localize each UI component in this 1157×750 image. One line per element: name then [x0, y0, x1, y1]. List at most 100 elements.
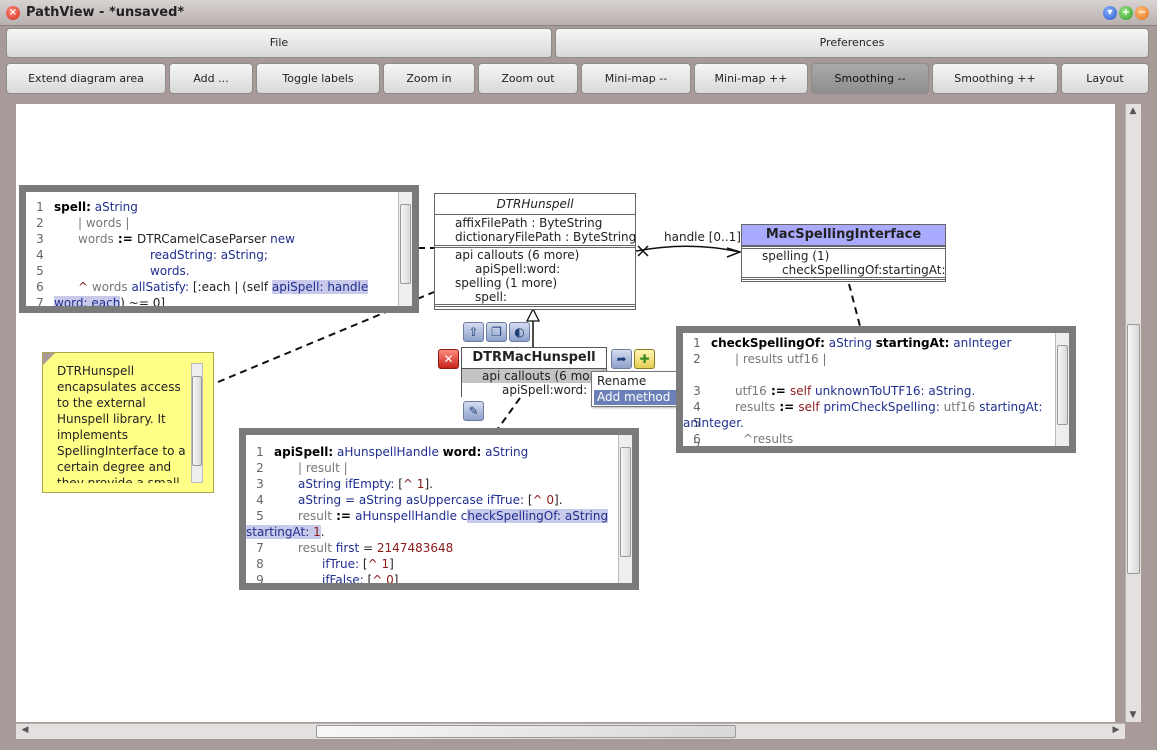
code-token: aString.	[925, 384, 976, 398]
class-name: DTRHunspell	[435, 194, 635, 214]
code-line: ^ words allSatisfy: [:each | (self apiSp…	[78, 279, 368, 295]
code-pane-checkspellingof[interactable]: 1 2 3 4 5 6 7 checkSpellingOf: aString s…	[676, 326, 1076, 453]
method-category[interactable]: spelling (1)	[742, 249, 945, 263]
line-number: 6	[26, 279, 54, 295]
code-token: new	[270, 232, 295, 246]
code-token: ^ 0	[372, 573, 394, 583]
method-category[interactable]: api callouts (6 more)	[435, 248, 635, 262]
scrollbar-thumb[interactable]	[316, 725, 736, 738]
association-arrow	[727, 248, 740, 257]
code-token: readString:	[150, 248, 217, 262]
scrollbar-thumb[interactable]	[192, 376, 202, 466]
code-token: [	[364, 573, 373, 583]
line-number: 5	[246, 508, 274, 524]
code-line: utf16 := self unknownToUTF16: aString.	[735, 383, 975, 399]
code-token: .	[321, 525, 325, 539]
method-category[interactable]: spelling (1 more)	[435, 276, 635, 290]
method-item[interactable]: spell:	[435, 290, 635, 304]
code-token: words	[78, 232, 114, 246]
code-token: [	[524, 493, 533, 507]
code-pane-spell[interactable]: 1 2 3 4 5 6 7 spell: aString | words | w…	[19, 185, 419, 313]
code-token: aString	[298, 477, 345, 491]
scrollbar-thumb[interactable]	[1057, 345, 1068, 425]
code-line: aString = aString asUppercase ifTrue: [^…	[298, 492, 563, 508]
method-category[interactable]: api callouts (6 more)	[462, 369, 606, 383]
scrollbar-thumb[interactable]	[400, 204, 411, 284]
scrollbar-thumb[interactable]	[620, 447, 631, 557]
association-label: handle [0..1]	[664, 230, 741, 244]
wrench-icon[interactable]: ✎	[463, 401, 484, 421]
scroll-left-icon[interactable]: ◀	[18, 725, 32, 735]
code-token: startingAt:	[979, 400, 1042, 414]
delete-icon[interactable]: ✕	[438, 349, 459, 369]
code-token: apiSpell:	[274, 445, 333, 459]
line-number: 4	[246, 492, 274, 508]
code-line: checkSpellingOf: aString startingAt: anI…	[711, 335, 1011, 351]
method-item[interactable]: apiSpell:word:	[435, 262, 635, 276]
code-line: word: each) ~= 0]	[54, 295, 165, 306]
code-token: aString	[91, 200, 138, 214]
scrollbar-thumb[interactable]	[1127, 324, 1140, 574]
class-box-dtrhunspell[interactable]: DTRHunspell affixFilePath : ByteString d…	[434, 193, 636, 310]
code-pane-apispell[interactable]: 1 2 3 4 5 6 7 8 9 apiSpell: aHunspellHan…	[239, 428, 639, 590]
code-token: allSatisfy:	[131, 280, 189, 294]
code-token: unknownToUTF16:	[815, 384, 925, 398]
method-item[interactable]: checkSpellingOf:startingAt:	[742, 263, 945, 277]
inheritance-triangle	[527, 309, 539, 321]
class-box-dtrmachunspell[interactable]: DTRMacHunspell api callouts (6 more) api…	[461, 347, 607, 397]
code-line: words := DTRCamelCaseParser new	[78, 231, 295, 247]
scroll-up-icon[interactable]: ▲	[1126, 106, 1140, 116]
code-token: :=	[114, 232, 137, 246]
code-token: 1	[313, 525, 321, 539]
scroll-down-icon[interactable]: ▼	[1126, 710, 1140, 720]
horizontal-scrollbar[interactable]: ◀ ▶	[16, 723, 1125, 739]
line-number: 3	[246, 476, 274, 492]
code-token: primCheckSpelling:	[823, 400, 939, 414]
code-line: spell: aString	[54, 199, 138, 215]
class-footer	[435, 304, 635, 307]
code-token: ^ 0	[533, 493, 555, 507]
code-token: apiSpell: handle	[272, 280, 368, 294]
line-number: 7	[246, 540, 274, 556]
note-scrollbar[interactable]	[191, 363, 203, 483]
line-number: 4	[683, 399, 711, 415]
code-token: ^	[78, 280, 88, 294]
code-line: | words |	[78, 215, 129, 231]
forward-arrow-icon[interactable]: ➦	[611, 349, 632, 369]
line-number: 4	[26, 247, 54, 263]
check-pane-link	[849, 284, 860, 326]
note-text: DTRHunspell encapsulates access to the e…	[57, 363, 189, 483]
code-token: :=	[775, 400, 798, 414]
code-token: result	[298, 541, 336, 555]
scroll-right-icon[interactable]: ▶	[1109, 725, 1123, 735]
palette-icon[interactable]: ◐	[509, 322, 530, 342]
code-pane-scrollbar[interactable]	[618, 435, 632, 583]
line-number: 2	[246, 460, 274, 476]
code-token: ].	[424, 477, 433, 491]
vertical-scrollbar[interactable]: ▲ ▼	[1125, 104, 1141, 722]
code-token: aString	[825, 336, 876, 350]
code-token: utf16	[940, 400, 979, 414]
up-arrow-icon[interactable]: ⇧	[463, 322, 484, 342]
code-token: ifTrue:	[322, 557, 359, 571]
code-pane-scrollbar[interactable]	[1055, 333, 1069, 446]
code-token: result	[298, 509, 332, 523]
association-line	[636, 246, 740, 252]
code-line: startingAt: 1.	[246, 524, 325, 540]
code-token: utf16	[735, 384, 767, 398]
copy-icon[interactable]: ❐	[486, 322, 507, 342]
code-pane-scrollbar[interactable]	[398, 192, 412, 306]
add-note-icon[interactable]: ✚	[634, 349, 655, 369]
method-item[interactable]: apiSpell:word:	[462, 383, 606, 397]
line-number: 1	[683, 335, 711, 351]
code-token: [	[359, 557, 368, 571]
class-box-macspellinginterface[interactable]: MacSpellingInterface spelling (1) checkS…	[741, 224, 946, 282]
api-pane-link	[497, 398, 520, 430]
code-line: words.	[150, 263, 190, 279]
code-token: word:	[443, 445, 482, 459]
code-token: spell:	[54, 200, 91, 214]
comment-note[interactable]: DTRHunspell encapsulates access to the e…	[42, 352, 214, 493]
code-token: =	[359, 541, 377, 555]
code-line: result first = 2147483648	[298, 540, 453, 556]
line-number: 5	[26, 263, 54, 279]
